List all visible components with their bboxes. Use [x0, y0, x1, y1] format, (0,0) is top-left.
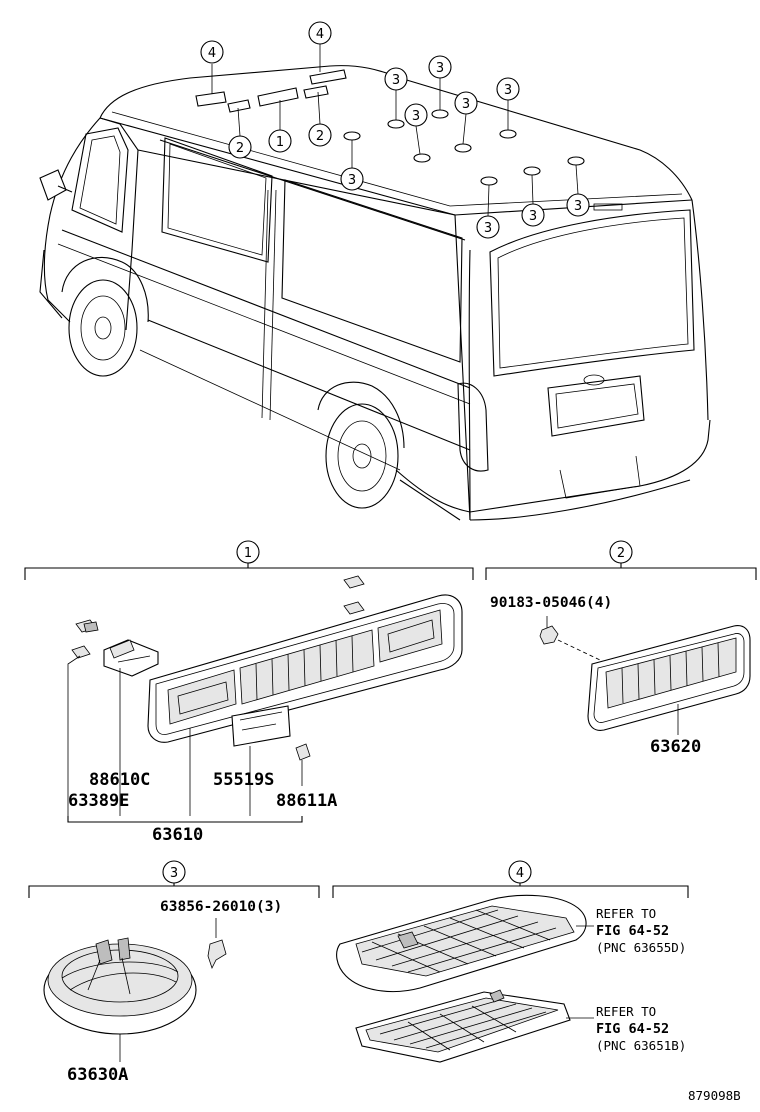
ref-2-pnc: (PNC 63651B) — [596, 1038, 686, 1053]
ref-1-line1: REFER TO — [596, 906, 656, 921]
callout-3g: 3 — [476, 215, 500, 239]
callout-4a: 4 — [200, 40, 224, 64]
ref-2-line1: REFER TO — [596, 1004, 656, 1019]
svg-text:2: 2 — [316, 129, 324, 144]
part-88611A: 88611A — [276, 791, 337, 811]
roof-openings — [195, 69, 585, 186]
part-63610: 63610 — [152, 825, 203, 845]
svg-text:FIG 64-52: FIG 64-52 — [596, 923, 669, 939]
callout-3d: 3 — [340, 167, 364, 191]
van-callouts: 4 4 2 1 2 3 3 3 3 3 3 3 3 3 — [200, 21, 590, 239]
group-4-label: 4 — [516, 866, 524, 881]
group-2-label: 2 — [617, 546, 625, 561]
part-55519S: 55519S — [213, 770, 274, 790]
ref-1-fig: FIG — [596, 923, 620, 939]
lower-grid — [379, 999, 547, 1051]
svg-text:3: 3 — [436, 61, 444, 76]
svg-text:4: 4 — [316, 27, 324, 42]
svg-text:3: 3 — [504, 83, 512, 98]
svg-text:3: 3 — [484, 221, 492, 236]
part-63620: 63620 — [650, 737, 701, 757]
svg-text:3: 3 — [574, 199, 582, 214]
svg-text:3: 3 — [462, 97, 470, 112]
part-88610C: 88610C — [89, 770, 150, 790]
svg-text:2: 2 — [236, 141, 244, 156]
callout-1: 1 — [268, 129, 292, 153]
svg-text:3: 3 — [348, 173, 356, 188]
van-illustration — [39, 65, 711, 521]
ref-1-pnc: (PNC 63655D) — [596, 940, 686, 955]
callout-3i: 3 — [566, 193, 590, 217]
part-63630A: 63630A — [67, 1065, 128, 1085]
svg-text:3: 3 — [392, 73, 400, 88]
diagram-id: 879098B — [688, 1088, 741, 1103]
callout-2a: 2 — [228, 135, 252, 159]
center-grille-ribs — [255, 635, 354, 701]
svg-text:FIG 64-52: FIG 64-52 — [596, 1021, 669, 1037]
part-90183-05046: 90183-05046(4) — [490, 595, 612, 611]
group-1-label: 1 — [244, 546, 252, 561]
group-1: 1 — [24, 540, 474, 845]
group-3: 3 63856-26010(3) 63630A — [28, 860, 320, 1085]
ref-2-num: 64-52 — [629, 1021, 670, 1037]
callout-3f: 3 — [454, 91, 478, 115]
part-63389E: 63389E — [68, 791, 129, 811]
group-2: 2 90183-05046(4) 63620 — [485, 540, 757, 757]
callout-2b: 2 — [308, 123, 332, 147]
register-ribs — [621, 642, 720, 704]
callout-3b: 3 — [428, 55, 452, 79]
svg-text:1: 1 — [276, 135, 284, 150]
group-3-label: 3 — [170, 866, 178, 881]
ref-1-num: 64-52 — [629, 923, 670, 939]
part-63856-26010: 63856-26010(3) — [160, 899, 282, 915]
van-callout-leaders — [211, 44, 579, 217]
svg-text:3: 3 — [412, 109, 420, 124]
upper-grid — [361, 909, 557, 973]
ref-2-fig: FIG — [596, 1021, 620, 1037]
callout-3h: 3 — [521, 203, 545, 227]
svg-text:4: 4 — [208, 46, 216, 61]
group-4: 4 — [332, 860, 689, 1063]
svg-text:3: 3 — [529, 209, 537, 224]
callout-3c: 3 — [496, 77, 520, 101]
callout-3a: 3 — [384, 67, 408, 91]
callout-3e: 3 — [404, 103, 428, 127]
callout-4b: 4 — [308, 21, 332, 45]
